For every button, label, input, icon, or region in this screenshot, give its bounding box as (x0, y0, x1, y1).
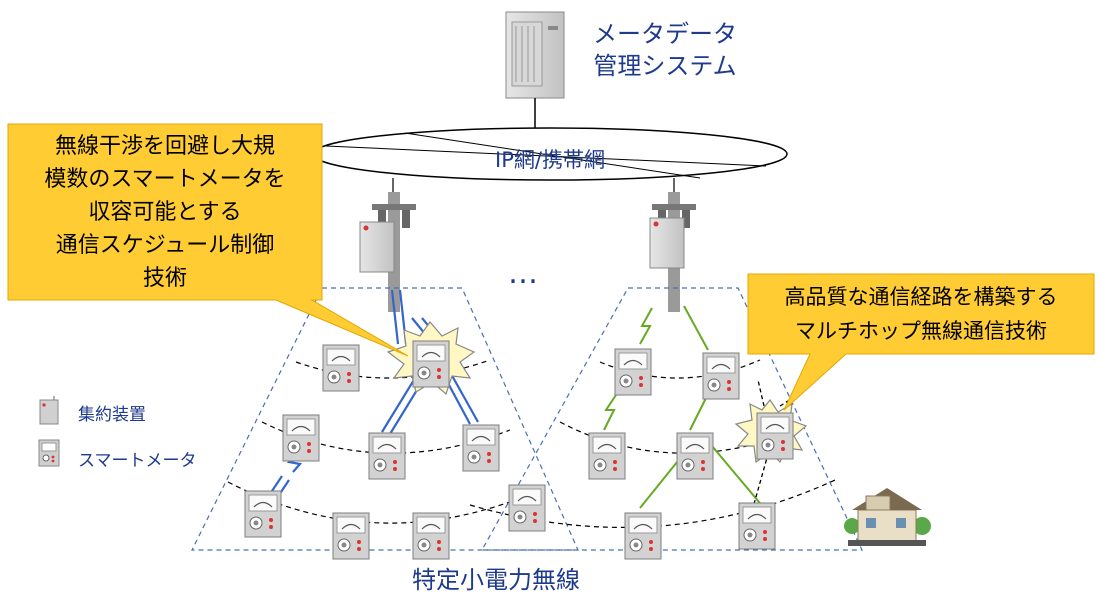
callout-right-text: 高品質な通信経路を構築する マルチホップ無線通信技術 (748, 280, 1094, 348)
coverage-area-left (191, 287, 579, 551)
smart-meter-icon (244, 490, 282, 538)
smart-meter-icon (462, 424, 500, 472)
callout-left-line: 通信スケジュール制御 (55, 233, 275, 258)
smart-meter-icon (412, 512, 450, 560)
ellipsis: … (508, 256, 542, 291)
smart-meter-icon (332, 512, 370, 560)
concentrator-icon-right (649, 192, 696, 312)
server-label-line2: 管理システム (593, 52, 737, 80)
callout-left-line: 無線干渉を回避し大規 (54, 134, 275, 159)
smart-meter-icon (508, 484, 546, 532)
callout-left-text: 無線干渉を回避し大規 模数のスマートメータを 収容可能とする 通信スケジュール制… (8, 130, 322, 295)
smart-meter-icon (368, 432, 406, 480)
callout-left-box (7, 123, 409, 357)
smart-meter-icon (676, 432, 714, 480)
smart-meter-icon (614, 348, 652, 396)
legend-icons (38, 396, 60, 467)
network-label: IP網/携帯網 (495, 148, 605, 172)
callout-left-line: 技術 (142, 266, 187, 291)
house-icon (844, 488, 931, 546)
smart-meter-icon (624, 512, 662, 560)
server-label: メータデータ 管理システム (580, 18, 750, 82)
callout-left-line: 模数のスマートメータを (44, 167, 286, 192)
server-label-line1: メータデータ (593, 20, 737, 48)
smart-meter-icon (322, 344, 360, 392)
smart-meter-icon (588, 432, 626, 480)
concentrator-icon-left (359, 192, 416, 312)
callout-right-line: 高品質な通信経路を構築する (784, 285, 1058, 309)
callout-right-line: マルチホップ無線通信技術 (795, 319, 1047, 343)
legend-smart-meter-label: スマートメータ (78, 451, 197, 471)
legend-concentrator-label: 集約装置 (78, 405, 146, 425)
legend-smart-meter-icon (38, 439, 60, 467)
smart-meter-icon (738, 502, 776, 550)
smart-meter-icon (412, 340, 450, 388)
bottom-label: 特定小電力無線 (412, 566, 580, 594)
smart-meter-icon (756, 412, 794, 460)
coverage-area-right (480, 287, 863, 551)
server-icon (505, 11, 565, 99)
callout-right-box (747, 273, 1095, 411)
legend-concentrator-icon (39, 396, 59, 425)
smart-meter-icon (702, 352, 740, 400)
smart-meter-icon (282, 414, 320, 462)
network-ellipse (312, 127, 788, 181)
callout-left-line: 収容可能とする (88, 200, 242, 225)
